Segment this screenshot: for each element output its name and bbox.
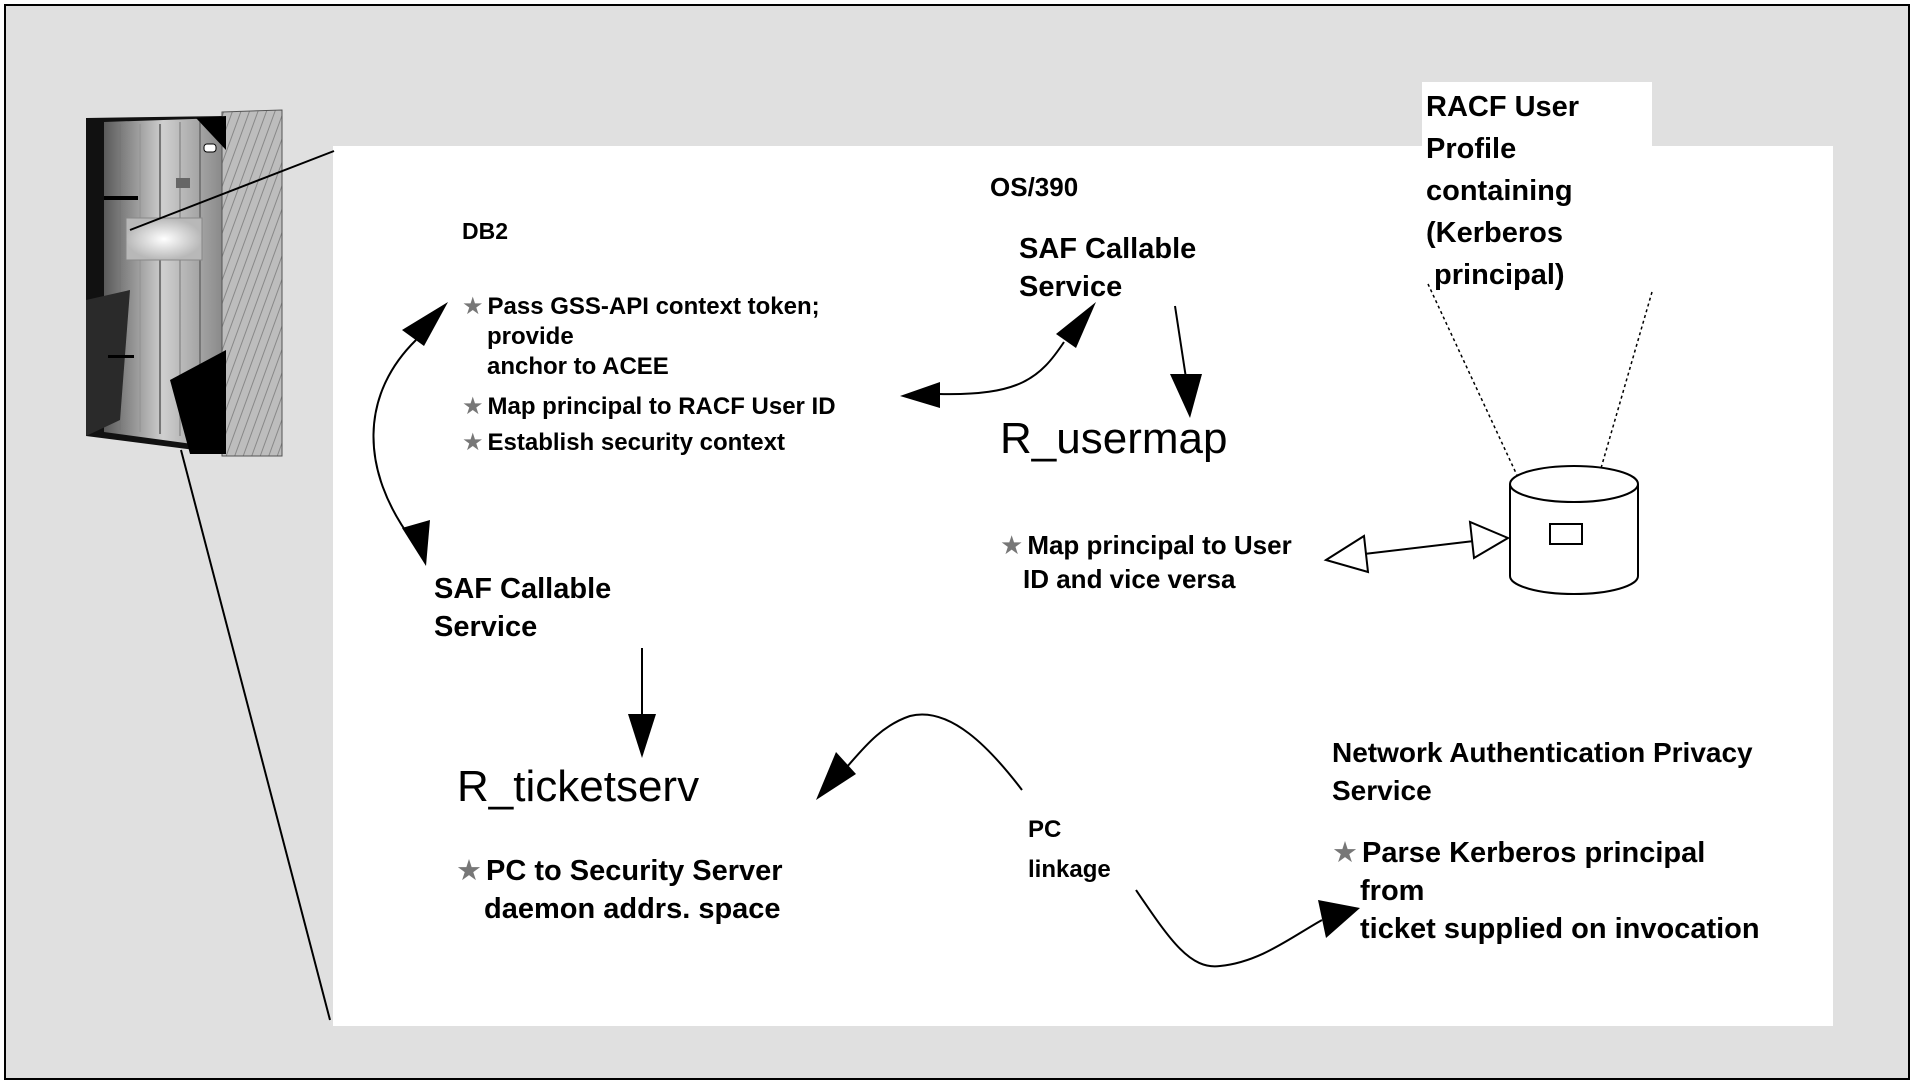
bullet-star-icon: ★	[462, 429, 484, 456]
callout-line-bottom	[180, 449, 331, 1021]
saf-to-db2-arrow	[900, 302, 1096, 408]
racf-dotted-line-left	[1427, 283, 1523, 487]
usermap-db-double-arrow	[1323, 520, 1511, 574]
pc-linkage-label: PC linkage	[1028, 816, 1111, 883]
bullet-star-icon: ★	[462, 393, 484, 420]
r-ticketserv-title: R_ticketserv	[457, 762, 700, 811]
db2-bullet-pass-token: ★Pass GSS-API context token; provide anc…	[462, 293, 820, 380]
database-icon	[1509, 465, 1639, 595]
bullet-star-icon: ★	[1332, 837, 1358, 869]
bullet-star-icon: ★	[462, 293, 484, 320]
bullet-star-icon: ★	[456, 855, 482, 887]
bullet-star-icon: ★	[1000, 530, 1024, 560]
saf-to-ticketserv-arrow	[628, 648, 656, 758]
pc-linkage-to-ticketserv-arrow	[816, 713, 1023, 800]
saf-callable-service-bottom: SAF Callable Service	[434, 573, 612, 643]
db2-bullet-map-principal: ★Map principal to RACF User ID	[462, 393, 836, 420]
naps-title: Network Authentication Privacy Service	[1332, 737, 1753, 806]
pc-linkage-to-naps-arrow	[1135, 889, 1360, 968]
db2-bullet-security-context: ★Establish security context	[462, 429, 785, 456]
mainframe-icon	[86, 109, 283, 457]
db2-saf-curved-arrow	[372, 302, 448, 566]
racf-user-profile-label: RACF User Profile containing (Kerberos p…	[1426, 91, 1580, 291]
naps-bullet: ★Parse Kerberos principal from ticket su…	[1332, 837, 1760, 945]
r-usermap-title: R_usermap	[1000, 414, 1228, 463]
callout-line-top	[129, 150, 335, 231]
saf-to-usermap-arrow	[1170, 305, 1202, 418]
r-ticketserv-bullet: ★PC to Security Server daemon addrs. spa…	[456, 855, 783, 925]
os390-label: OS/390	[990, 172, 1079, 202]
db2-title: DB2	[462, 218, 509, 244]
racf-label-box	[1422, 82, 1652, 154]
saf-callable-service-top: SAF Callable Service	[1019, 233, 1197, 303]
r-usermap-bullet: ★Map principal to User ID and vice versa	[1000, 530, 1292, 594]
